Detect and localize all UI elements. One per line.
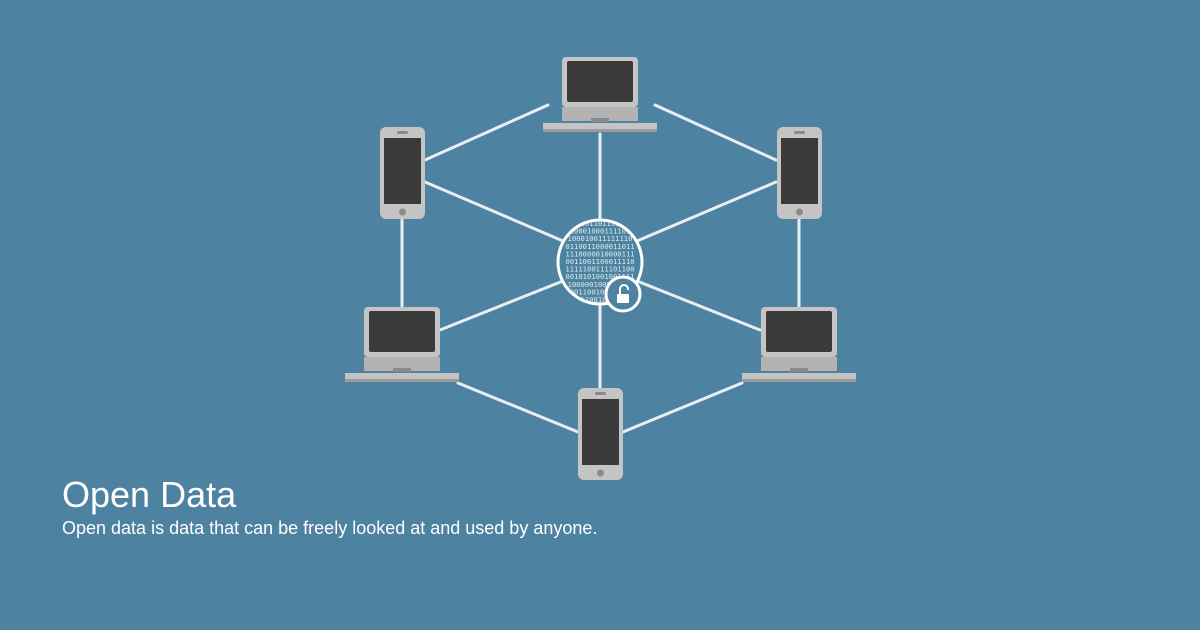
caption-block: Open Data Open data is data that can be …: [62, 474, 597, 540]
connection-line: [621, 381, 744, 434]
binary-digits-line: 100010011111110: [568, 234, 633, 243]
binary-digits-line: 100000100000111: [568, 280, 633, 289]
binary-digits-line: 0100110111001: [572, 219, 628, 228]
binary-digits-line: 0011001000100: [572, 295, 628, 304]
connection-line: [456, 381, 580, 434]
connection-line: [635, 279, 762, 332]
binary-digits-line: 00110010001111: [570, 287, 631, 296]
binary-digits-line: 10001000111101: [570, 227, 631, 236]
smartphone-icon: [578, 388, 623, 480]
binary-digits-line: 0011001100011110: [565, 257, 634, 266]
connection-line: [653, 103, 778, 162]
connection-line: [423, 103, 550, 162]
smartphone-icon: [380, 127, 425, 219]
unlocked-padlock-icon: [604, 275, 642, 313]
connection-line: [635, 180, 778, 243]
data-hub: 0100110111001100010001111011000100111111…: [556, 218, 644, 313]
binary-digits-line: 1110000010000111: [565, 249, 634, 258]
laptop-icon: [742, 307, 856, 382]
connection-line: [438, 279, 565, 332]
laptop-icon: [543, 57, 657, 132]
page-title: Open Data: [62, 474, 237, 515]
connection-lines: [400, 103, 801, 434]
page-description: Open data is data that can be freely loo…: [62, 518, 598, 538]
binary-digits-line: 0110011000011011: [565, 242, 634, 251]
binary-digits-line: 0010101001001111: [565, 272, 634, 281]
smartphone-icon: [777, 127, 822, 219]
laptop-icon: [345, 307, 459, 382]
connection-line: [423, 180, 565, 243]
binary-digits-line: 1111100111101100: [565, 265, 634, 274]
